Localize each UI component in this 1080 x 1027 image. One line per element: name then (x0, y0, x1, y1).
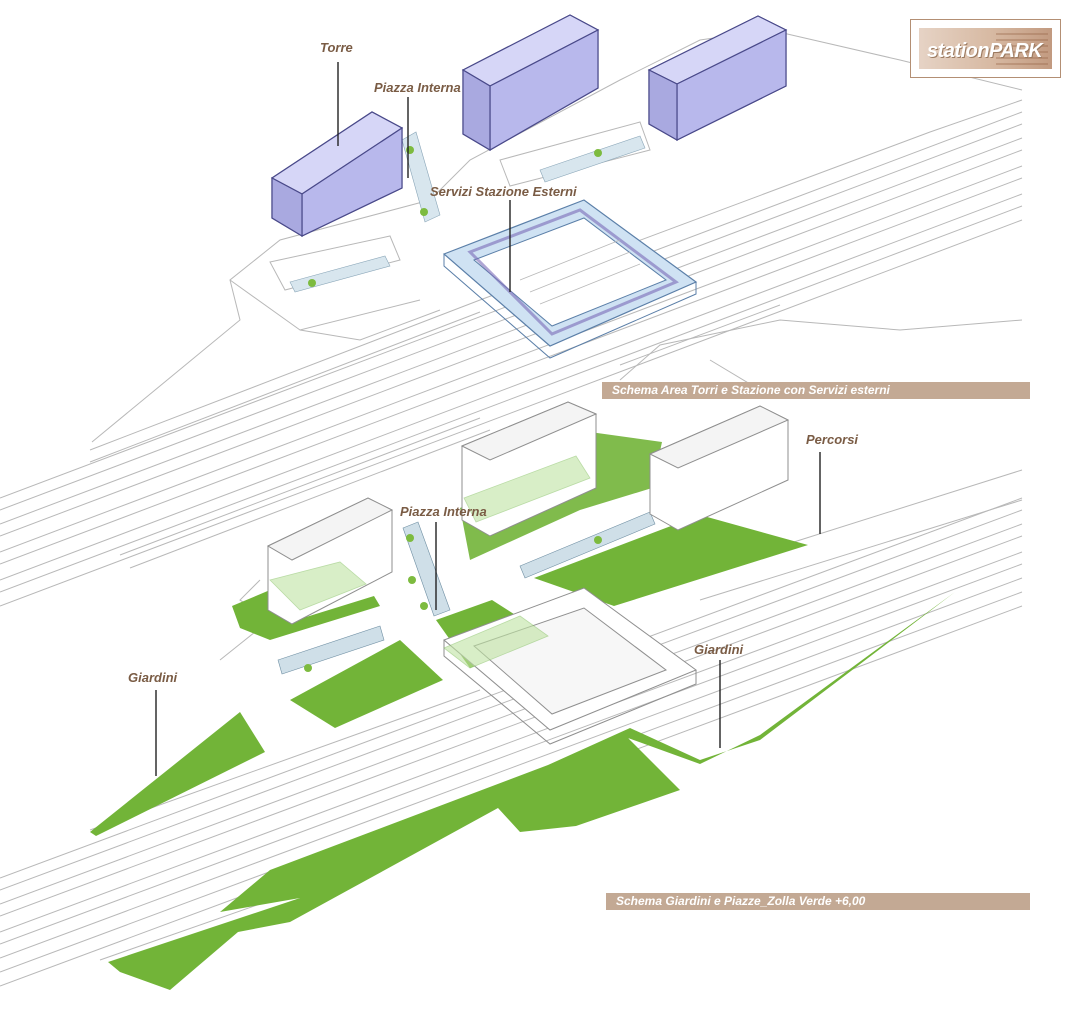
stationpark-logo: stationPARK (910, 19, 1061, 78)
label-servizi-stazione: Servizi Stazione Esterni (430, 184, 577, 199)
tower-left (270, 111, 404, 238)
bottom-leader-lines (155, 452, 821, 776)
top-schema-context (0, 29, 1023, 607)
garden-percorsi (534, 515, 808, 606)
tower-middle (461, 14, 600, 152)
label-piazza-interna-bottom: Piazza Interna (400, 504, 487, 519)
garden-patch-2 (290, 640, 443, 728)
label-giardini-right: Giardini (694, 642, 744, 657)
logo-background: stationPARK (919, 28, 1052, 69)
station-services-ring (442, 199, 698, 359)
garden-left (90, 712, 265, 836)
top-leader-lines (337, 62, 511, 292)
top-garden-textures (289, 131, 646, 293)
label-percorsi: Percorsi (806, 432, 859, 447)
label-torre: Torre (320, 40, 353, 55)
label-piazza-interna-top: Piazza Interna (374, 80, 461, 95)
tower-right (647, 15, 788, 142)
bottom-garden-textures (277, 511, 656, 675)
label-giardini-left: Giardini (128, 670, 178, 685)
caption-top: Schema Area Torri e Stazione con Servizi… (602, 382, 1030, 399)
translucent-overlays (269, 455, 591, 669)
garden-bottom (108, 592, 955, 990)
logo-text: stationPARK (927, 40, 1043, 62)
caption-bottom: Schema Giardini e Piazze_Zolla Verde +6,… (606, 893, 1030, 910)
